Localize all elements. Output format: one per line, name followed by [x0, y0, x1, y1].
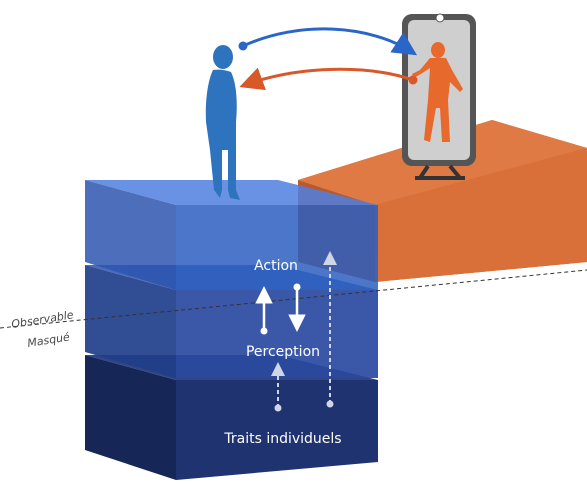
perception-label: Perception — [246, 344, 320, 360]
masque-label: Masqué — [26, 330, 70, 350]
traits-label: Traits individuels — [223, 431, 341, 447]
observable-separator-line — [0, 269, 587, 329]
white-arrow-down — [288, 283, 306, 332]
observable-label: Observable — [10, 308, 74, 331]
arrow-person-to-screen — [238, 27, 418, 56]
dashed-arrow-traits-to-action — [323, 251, 337, 408]
dashed-arrow-traits-to-perception — [271, 362, 285, 412]
white-arrow-up — [255, 286, 273, 335]
presenter-silhouette-icon — [412, 42, 463, 142]
person-silhouette-icon — [205, 45, 240, 200]
arrow-screen-to-person — [239, 67, 418, 91]
action-label: Action — [254, 258, 298, 274]
